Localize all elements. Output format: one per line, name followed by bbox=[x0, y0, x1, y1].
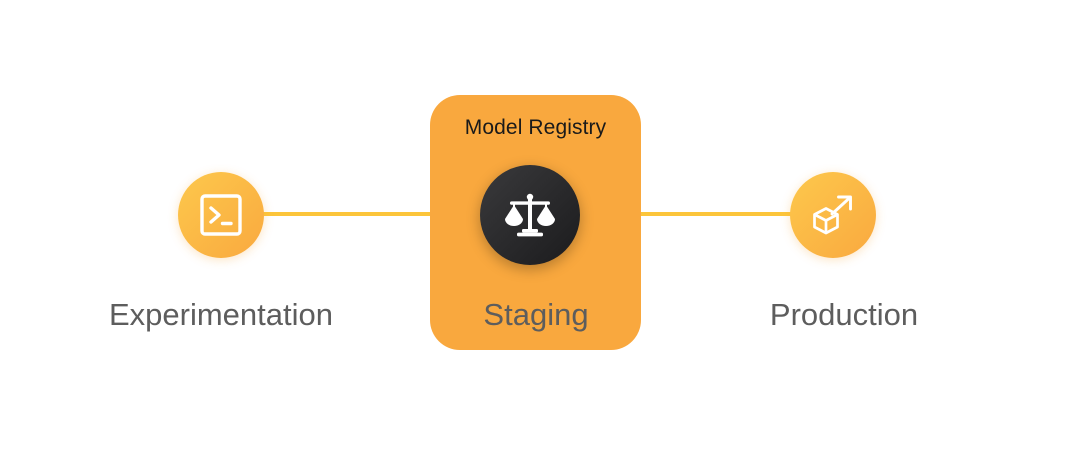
connector-experimentation-to-staging bbox=[258, 212, 444, 216]
stage-label-production: Production bbox=[769, 297, 919, 332]
cube-arrow-icon bbox=[809, 191, 857, 239]
balance-scale-icon bbox=[503, 188, 557, 242]
stage-node-production[interactable] bbox=[790, 172, 876, 258]
card-title: Model Registry bbox=[464, 116, 607, 139]
stage-label-staging: Staging bbox=[483, 297, 589, 332]
stage-node-experimentation[interactable] bbox=[178, 172, 264, 258]
experimentation-bubble bbox=[178, 172, 264, 258]
connector-staging-to-production bbox=[628, 212, 814, 216]
stage-label-experimentation: Experimentation bbox=[108, 297, 333, 332]
staging-bubble bbox=[480, 165, 580, 265]
production-bubble bbox=[790, 172, 876, 258]
terminal-icon bbox=[198, 192, 244, 238]
stage-node-staging[interactable] bbox=[480, 165, 580, 265]
